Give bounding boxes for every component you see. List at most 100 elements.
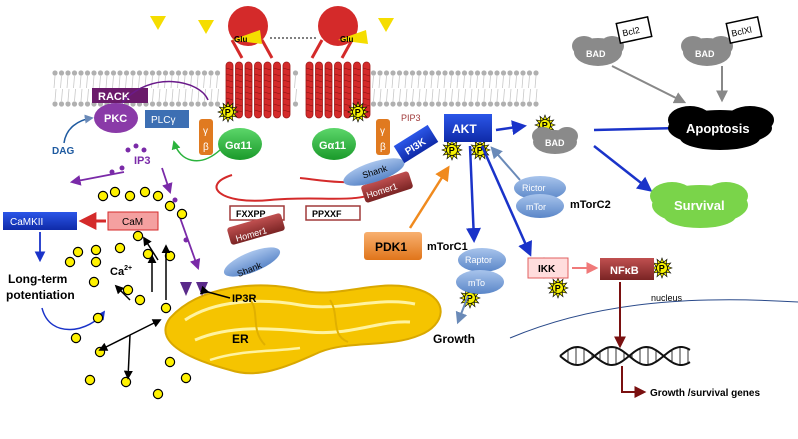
phospho-site: P [347,101,369,123]
fxxpp-label: FXXPP [236,209,266,219]
glu-badge-left: Glu [232,30,262,44]
pdk1-akt-arrow [408,165,450,229]
akt-bad-arrow [495,120,527,136]
er-label: ER [232,332,249,346]
ip3r-label: IP3R [232,293,257,305]
calcium-release-arrows [98,236,171,380]
apoptosis-cloud [668,106,774,150]
pip3-label: PIP3 [401,113,421,123]
beta-right: β [380,142,386,153]
gq-left-label: Gα11 [225,140,252,152]
ip3-arrow-down [161,167,173,195]
camkii-label: CaMKII [10,217,43,228]
raptor-label: Raptor [465,255,492,265]
cam-box [107,211,159,231]
ikk-box [527,257,569,279]
ppxxf-label: PPXXF [312,209,342,219]
bclxl-label: BclXl [730,25,752,39]
pkc-label: PKC [104,113,127,125]
phospho-site: P [547,277,569,299]
pi3k-box: PI3K [393,124,439,164]
akt-ikk-arrow [480,145,532,257]
plc-label: PLCγ [151,115,175,126]
apoptosis-label: Apoptosis [686,121,750,136]
pdk1-label: PDK1 [375,240,407,254]
ikk-label: IKK [538,264,556,275]
g-beta-gamma-right: γ β [376,119,390,155]
mtorc2-label: mTorC2 [570,199,611,211]
bad-survival-arrow [593,145,653,192]
phospho-site: P [651,257,673,279]
gamma-right: γ [380,126,385,137]
bad-label-3: BAD [545,138,565,148]
gq-right-oval [312,128,356,160]
mtorc2-akt-arrow [490,146,521,181]
phospho-site: P [217,101,239,123]
phospho-label: P [659,264,665,274]
rack-label: RACK [98,91,130,103]
pdk1-box [364,232,422,260]
phospho-label: P [542,121,548,131]
bcl2-box: Bcl2 [615,16,653,44]
beta-left: β [203,142,209,153]
genes-label: Growth /survival genes [650,388,760,399]
bcl2-apoptosis-arrow [611,65,687,104]
camkii-box [3,212,77,230]
survival-label: Survival [674,198,725,213]
glutamate-ligands [150,16,394,34]
dna-genes-arrow [621,366,647,398]
glu-badge-right: Glu [338,30,368,44]
glu-label-right: Glu [340,35,353,44]
akt-box [444,114,492,142]
ip3-arrow-er [177,211,201,271]
bad-label-2: BAD [695,49,715,59]
growth-label: Growth [433,332,475,346]
bad-apoptosis-inhibit [593,126,681,132]
cam-label: CaM [122,217,143,228]
phospho-label: P [449,146,455,156]
mtorc2-complex: Rictor mTor [514,176,566,218]
akt-mtorc1-arrow [465,145,481,243]
nfkb-box [600,258,654,280]
shank-left: Shank [223,247,281,279]
dna-helix [559,345,691,367]
ip3-label: IP3 [134,155,151,167]
gq-plc-arrow [171,140,221,162]
nuclear-envelope [509,299,798,339]
plc-box [145,110,189,128]
gq-left-oval [218,128,262,160]
ip3-arrow-left [69,171,125,186]
bad-cloud-bclxl: BAD [681,36,733,66]
nucleus-label: nucleus [651,293,683,303]
ca-label: Ca2+ [110,265,132,278]
ppxxf-box [305,205,361,221]
mtor-c1-label: mTo [468,278,485,288]
rictor-label: Rictor [522,183,546,193]
bad-cloud-bcl2: BAD [572,36,624,66]
bad-cloud-akt: BAD [532,127,578,154]
bclxl-box: BclXl [725,16,763,44]
bad-label-1: BAD [586,49,606,59]
phospho-label: P [467,294,473,304]
phospho-label: P [355,108,361,118]
dag-label: DAG [52,146,74,157]
phospho-site: P [459,287,481,309]
mtorc1-complex: Raptor mTo [456,248,506,294]
ip3r-channel [180,282,231,299]
gamma-left: γ [203,126,208,137]
gq-right-label: Gα11 [319,140,346,152]
phospho-label: P [555,284,561,294]
ltp-line1: Long-term [8,272,67,286]
mtorc1-growth-arrow [455,295,469,325]
ip3-dots [109,143,189,243]
mtorc1-label: mTorC1 [427,241,468,253]
calcium-ions [64,186,192,400]
mglur-receptor-dimer [215,6,381,202]
endoplasmic-reticulum [164,284,442,375]
shank-right: Shank [343,158,405,186]
g-beta-gamma-left: γ β [199,119,213,155]
ltp-line2: potentiation [6,288,75,302]
mtor-c2-label: mTor [526,202,546,212]
plasma-membrane [52,70,539,107]
